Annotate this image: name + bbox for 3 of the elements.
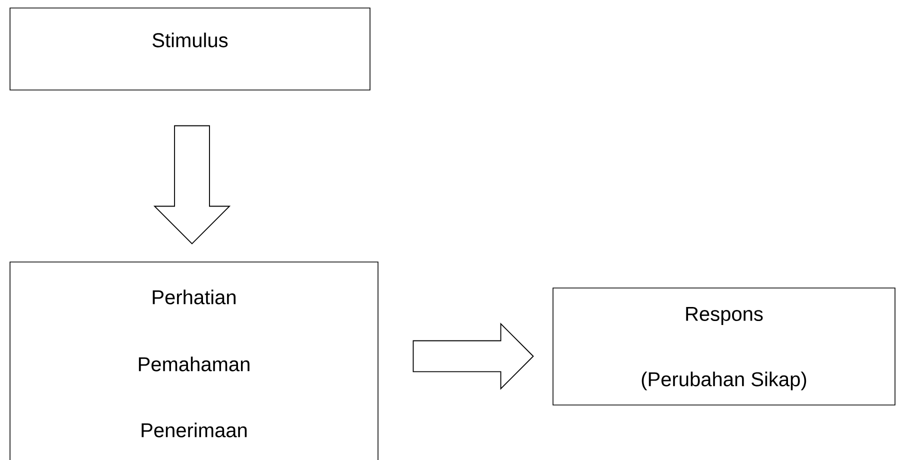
text-box: Perhatian Pemahaman Penerimaan xyxy=(10,262,378,460)
text-box: Stimulus xyxy=(10,8,370,90)
text-box: Respons (Perubahan Sikap) xyxy=(552,288,896,406)
